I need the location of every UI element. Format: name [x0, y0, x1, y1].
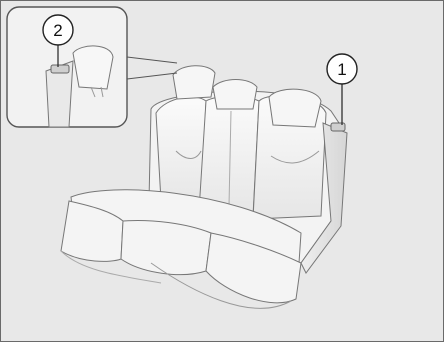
- headrest-right: [269, 89, 321, 127]
- inset-headrest: [73, 46, 113, 89]
- inset-lock-knob: [51, 65, 69, 73]
- headrest-left: [173, 66, 215, 99]
- callout-1-label: 1: [337, 60, 346, 79]
- headrest-center: [213, 80, 257, 110]
- callout-2-label: 2: [53, 21, 62, 40]
- seatback-lock-knob: [331, 123, 345, 131]
